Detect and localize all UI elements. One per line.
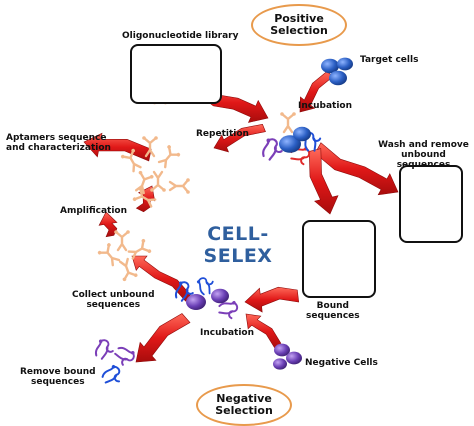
oligonucleotide-library-label: Oligonucleotide library bbox=[122, 31, 239, 41]
positive-selection-label: Positive Selection bbox=[270, 12, 328, 37]
incubation-strand bbox=[280, 112, 296, 134]
removed-strand bbox=[101, 364, 121, 384]
amplified-strand bbox=[150, 170, 166, 192]
negative-selection-oval: Negative Selection bbox=[196, 384, 292, 426]
amplified-strand bbox=[132, 187, 157, 208]
target-cells-label: Target cells bbox=[360, 55, 419, 65]
arrow-to-bound bbox=[308, 148, 339, 215]
remove-bound-label: Remove bound sequences bbox=[20, 367, 96, 387]
amplified-strand bbox=[157, 145, 181, 169]
wash-label: Wash and remove unbound sequences bbox=[378, 140, 469, 170]
target-cell bbox=[329, 70, 347, 86]
amplified-strand bbox=[142, 136, 158, 158]
incubation-cell bbox=[279, 135, 301, 153]
negative-selection-label: Negative Selection bbox=[215, 392, 273, 417]
incubation-bottom-label: Incubation bbox=[200, 328, 254, 338]
arrow-target-cells-to-incubation bbox=[299, 71, 334, 113]
positive-selection-oval: Positive Selection bbox=[251, 4, 347, 46]
bound-sequences-box bbox=[302, 220, 376, 298]
wash-box bbox=[399, 165, 463, 243]
bottom-incubation-strand bbox=[174, 281, 194, 302]
arrow-to-aptamers bbox=[83, 132, 152, 162]
negative-cell bbox=[286, 351, 302, 365]
arrow-wash bbox=[314, 142, 399, 196]
collect-unbound-label: Collect unbound sequences bbox=[72, 290, 155, 310]
removed-strand bbox=[94, 339, 114, 360]
negative-cell bbox=[274, 343, 290, 357]
amplified-strand bbox=[134, 170, 154, 195]
amplified-strand bbox=[118, 257, 138, 282]
amplification-label: Amplification bbox=[60, 206, 128, 216]
target-cell bbox=[337, 57, 353, 71]
oligonucleotide-library-box bbox=[130, 44, 222, 104]
negative-incubation-cell bbox=[186, 294, 206, 310]
amplified-strand bbox=[127, 239, 152, 260]
bound-sequences-label: Bound sequences bbox=[306, 301, 360, 321]
incubation-top-label: Incubation bbox=[298, 101, 352, 111]
amplified-strand bbox=[121, 148, 142, 173]
arrow-repetition bbox=[213, 123, 266, 153]
incubation-cell bbox=[293, 126, 311, 142]
negative-cells-label: Negative Cells bbox=[305, 358, 378, 368]
removed-strand bbox=[114, 346, 135, 366]
incubation-strand bbox=[262, 138, 283, 161]
arrow-bound-to-incubation bbox=[244, 286, 300, 313]
negative-incubation-cell bbox=[211, 288, 229, 304]
bottom-incubation-strand bbox=[196, 277, 214, 296]
target-cell bbox=[321, 58, 339, 74]
bottom-incubation-strand bbox=[218, 300, 239, 320]
arrow-amplification-up bbox=[98, 211, 118, 238]
cell-selex-title: CELL-SELEX bbox=[203, 223, 273, 267]
negative-cell bbox=[273, 358, 287, 370]
aptamers-label: Aptamers sequence and characterization bbox=[6, 133, 111, 153]
amplified-strand bbox=[97, 243, 121, 267]
repetition-label: Repetition bbox=[196, 129, 249, 139]
arrow-remove-bound bbox=[135, 313, 191, 363]
arrow-collect-unbound bbox=[131, 255, 191, 302]
amplified-strand bbox=[168, 178, 190, 194]
arrow-negative-cells-to-incubation bbox=[245, 313, 282, 350]
amplified-strand bbox=[114, 230, 130, 252]
